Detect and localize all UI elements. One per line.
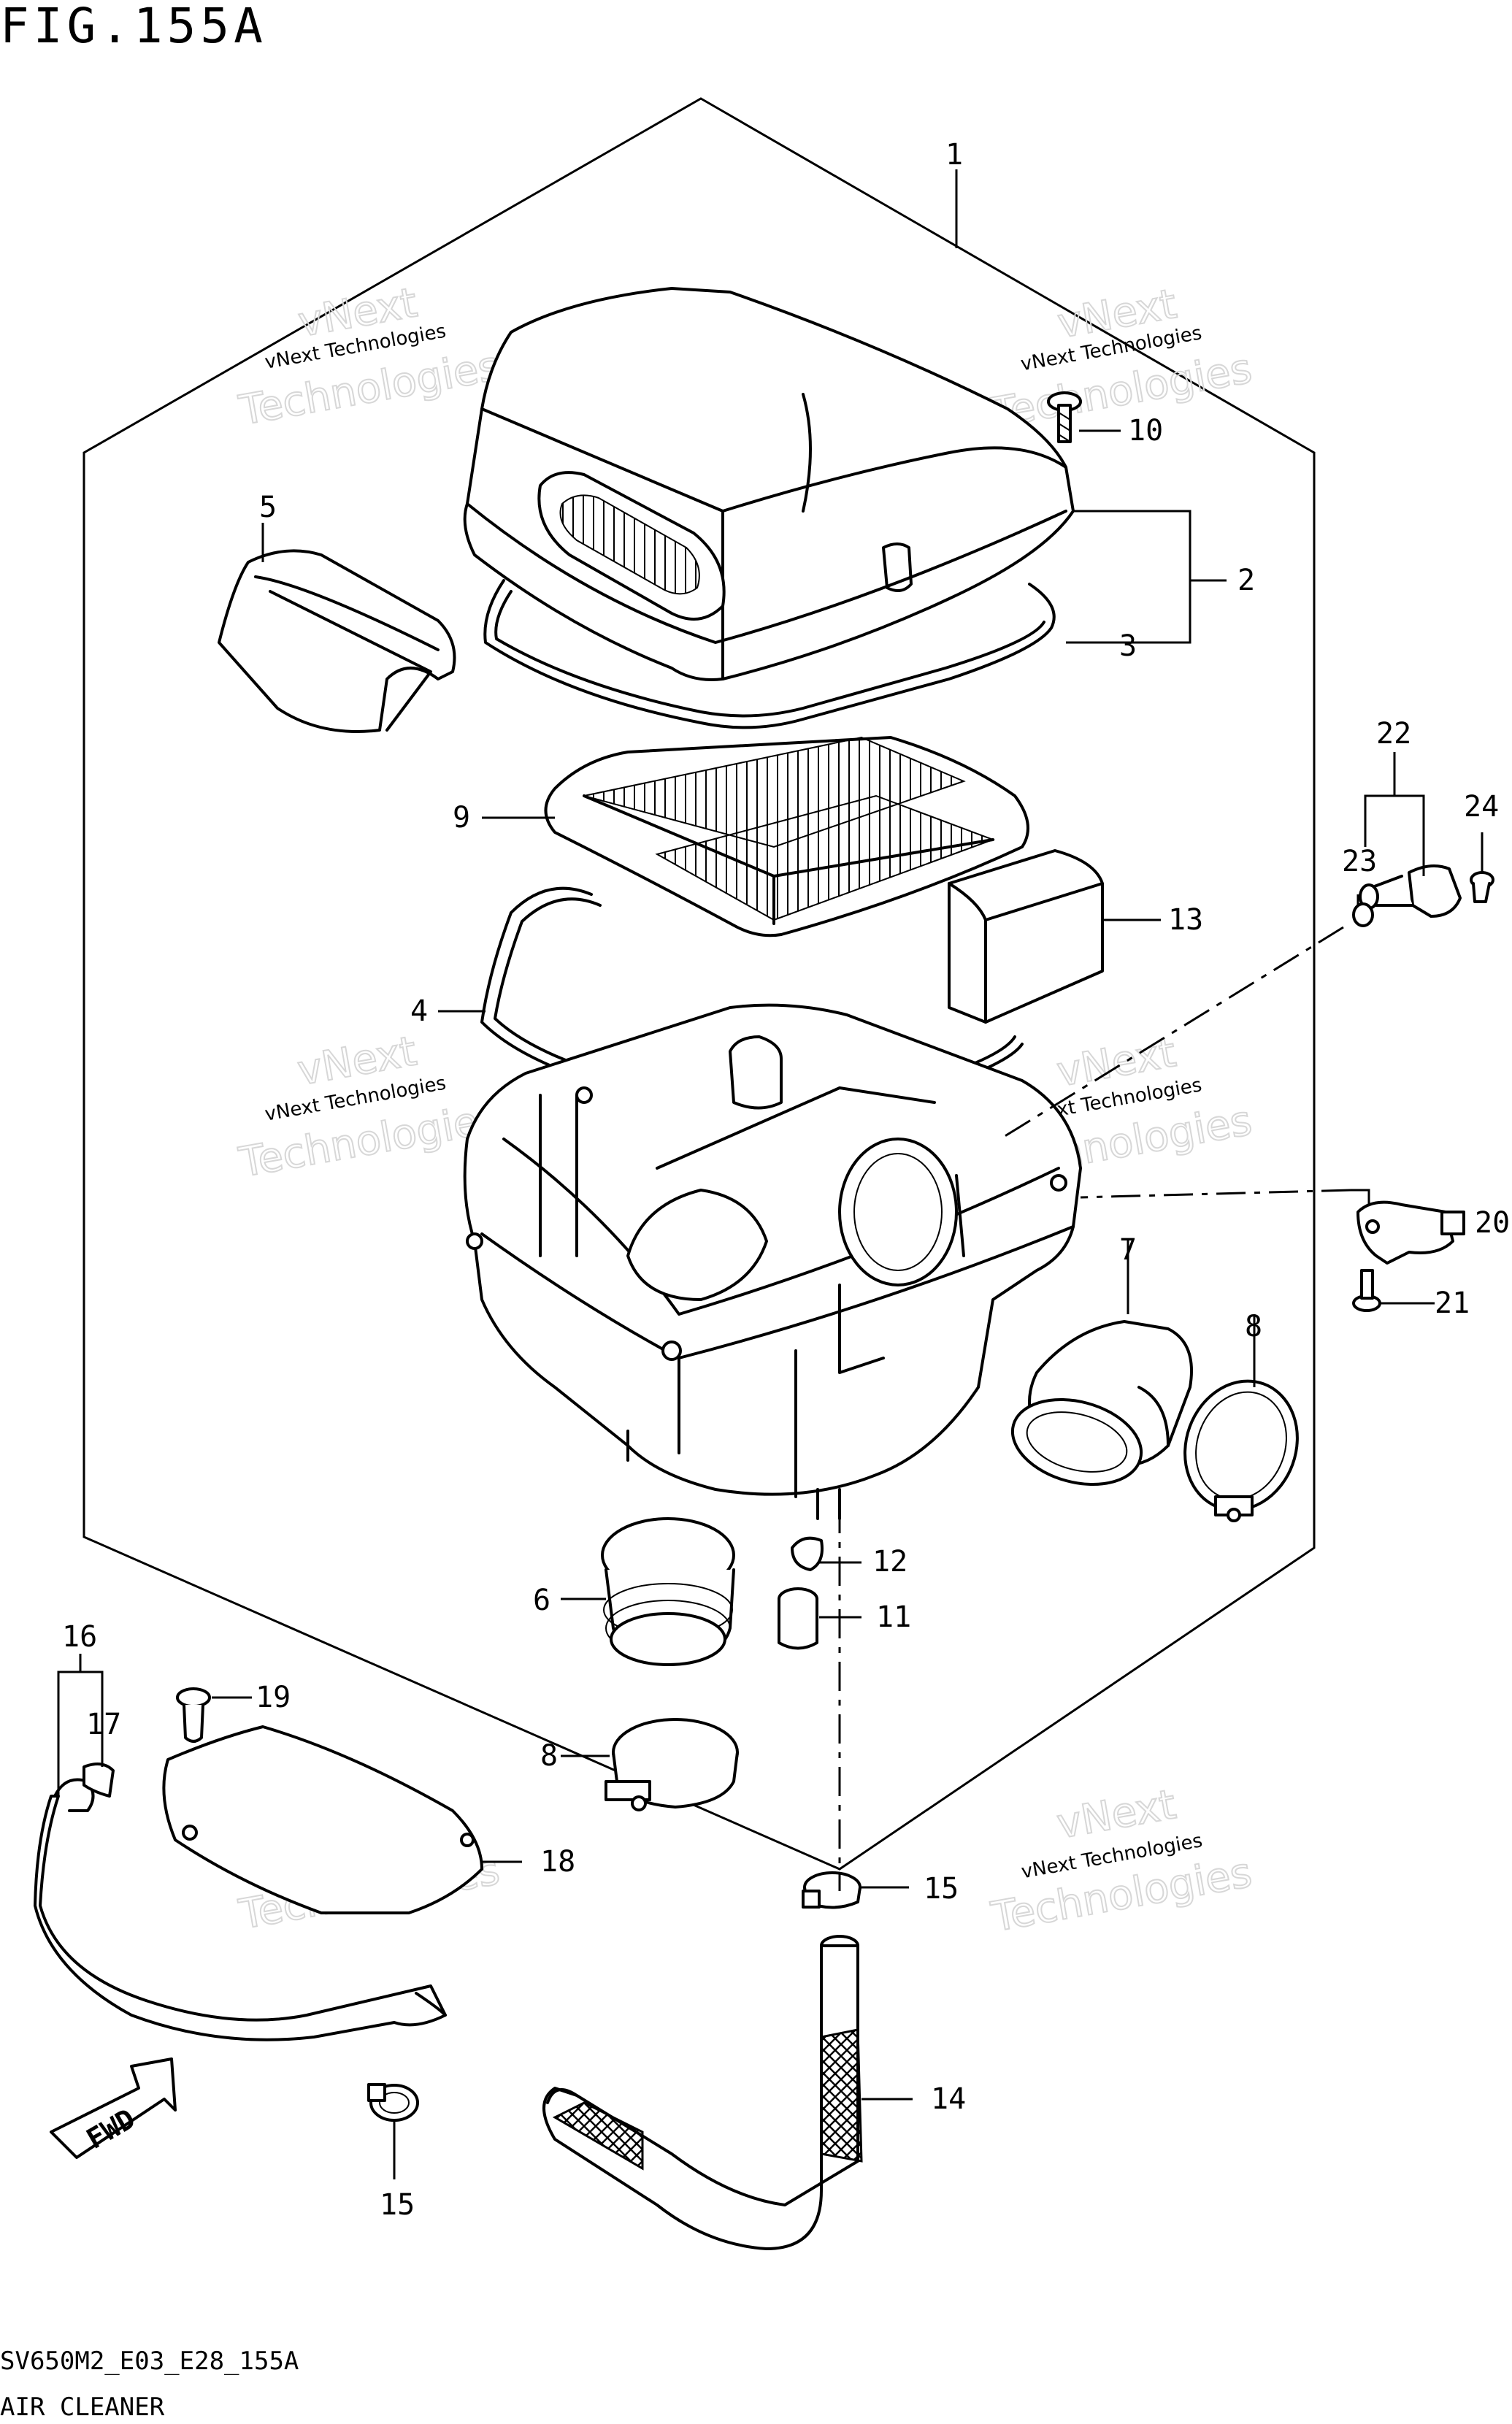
callout-7: 7: [1119, 1233, 1137, 1267]
part-10-screw: [1047, 391, 1082, 443]
part-16-breather-tube: [34, 1778, 447, 2041]
part-5-intake-funnel: [218, 549, 456, 733]
callout-9: 9: [453, 801, 470, 835]
fwd-direction-arrow: FWD: [50, 2057, 177, 2159]
watermark-top-left: vNext Technologies vNext Technologies: [235, 278, 504, 435]
part-9-air-filter-element: [544, 736, 1029, 937]
callout-18: 18: [540, 1845, 575, 1879]
part-14-drain-hose: [542, 1935, 863, 2250]
part-6-rubber-boot: [601, 1517, 735, 1666]
part-20-pressure-sensor: [1356, 1200, 1465, 1265]
part-11-drain-plug: [778, 1587, 818, 1650]
assembly-boundary-hexagon: [82, 97, 1316, 1871]
callout-13: 13: [1168, 903, 1203, 937]
callout-8-lower: 8: [540, 1739, 558, 1773]
callout-20: 20: [1475, 1206, 1510, 1240]
figure-caption: AIR CLEANER: [0, 2393, 165, 2422]
model-code: SV650M2_E03_E28_155A: [0, 2347, 299, 2376]
callout-1: 1: [945, 138, 963, 172]
callout-11: 11: [876, 1600, 911, 1634]
callout-5: 5: [259, 491, 277, 524]
callout-15-lower: 15: [380, 2188, 415, 2222]
part-3-cap-seal: [483, 579, 1056, 729]
callout-16: 16: [62, 1620, 97, 1654]
part-24-sensor-screw: [1470, 871, 1494, 903]
callout-3: 3: [1119, 629, 1137, 663]
part-21-sensor-screw: [1352, 1269, 1381, 1312]
callout-10: 10: [1128, 414, 1163, 448]
callout-19: 19: [256, 1681, 291, 1714]
callout-4: 4: [410, 994, 428, 1028]
watermark-bottom-right: vNext Technologies vNext Technologies: [987, 1780, 1256, 1942]
callout-24: 24: [1464, 790, 1499, 824]
figure-title: FIG.155A: [0, 0, 267, 54]
callout-21: 21: [1435, 1286, 1470, 1320]
leader-lines: [57, 169, 1484, 2179]
callout-17: 17: [86, 1708, 121, 1741]
watermark-top-right: vNext Technologies vNext Technologies: [987, 280, 1256, 438]
callout-8-upper: 8: [1245, 1310, 1262, 1343]
centerline-sensor22: [999, 926, 1344, 1140]
callout-6: 6: [533, 1584, 550, 1617]
callout-2: 2: [1237, 564, 1255, 597]
part-8-hose-clamp-lower: [605, 1718, 739, 1811]
callout-22: 22: [1376, 717, 1411, 751]
part-19-push-rivet: [176, 1687, 211, 1743]
callout-12: 12: [872, 1545, 907, 1579]
part-13-foam-block: [948, 849, 1104, 1024]
part-8-hose-clamp-upper: [1183, 1379, 1299, 1522]
part-18-cover-plate: [162, 1725, 483, 1914]
watermark-mid-left: vNext Technologies vNext Technologies: [235, 1027, 504, 1187]
part-12-clip: [791, 1536, 824, 1571]
part-17-clip: [82, 1763, 115, 1798]
callout-14: 14: [931, 2082, 966, 2116]
part-2-air-cleaner-cap: [463, 287, 1075, 681]
part-7-intake-elbow: [1010, 1320, 1193, 1487]
part-23-o-ring: [1352, 902, 1374, 927]
centerline-sensor20: [1080, 1189, 1351, 1199]
callout-23: 23: [1342, 845, 1377, 878]
part-15-clamp-upper: [802, 1871, 861, 1909]
part-15-clamp-lower: [367, 2083, 419, 2122]
callout-15-upper: 15: [924, 1872, 959, 1906]
part-1-air-cleaner-case: [463, 1003, 1082, 1520]
